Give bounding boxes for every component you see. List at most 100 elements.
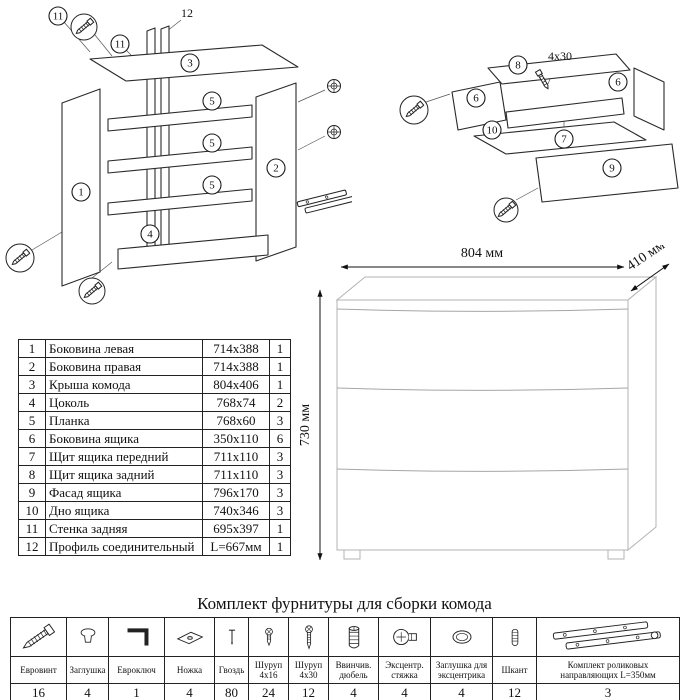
- hardware-name: Шкант: [492, 656, 537, 684]
- part-name: Щит ящика передний: [45, 447, 203, 466]
- hardware-name: Эксцентр. стяжка: [378, 656, 431, 684]
- hardware-qty: 12: [288, 683, 329, 700]
- table-row: 5 Планка 768x60 3: [18, 411, 291, 430]
- hardware-icon-cell: [536, 617, 680, 657]
- plinth-shape: [117, 234, 269, 270]
- table-row: 8 Щит ящика задний 711x110 3: [18, 465, 291, 484]
- part-name: Фасад ящика: [45, 483, 203, 502]
- part-name: Дно ящика: [45, 501, 203, 520]
- svg-text:9: 9: [609, 163, 615, 175]
- drawer-slide-detail-icon: [296, 189, 352, 214]
- hardware-name: Евроключ: [108, 656, 165, 684]
- part-number: 8: [18, 465, 46, 484]
- callout-side-left: 6: [466, 88, 486, 108]
- dresser-dimension-drawing: 804 мм 410 мм 730 мм: [300, 245, 670, 561]
- svg-text:6: 6: [473, 93, 479, 105]
- part-size: L=667мм: [202, 537, 270, 556]
- svg-text:7: 7: [561, 134, 567, 146]
- hex-key-icon: [127, 628, 148, 646]
- part-qty: 6: [269, 429, 291, 448]
- callout-facade: 9: [602, 158, 622, 178]
- part-size: 768x60: [202, 411, 270, 430]
- drawer-back-shield-shape: [487, 53, 631, 85]
- table-row: 1 Боковина левая 714x388 1: [18, 339, 291, 358]
- hardware-icons-row: [10, 617, 680, 657]
- part-size: 695x397: [202, 519, 270, 538]
- hardware-qty: 16: [10, 683, 67, 700]
- hardware-qty: 24: [248, 683, 289, 700]
- hardware-qty: 4: [164, 683, 215, 700]
- svg-text:3: 3: [187, 58, 193, 70]
- callout-top-panel: 3: [180, 53, 200, 73]
- table-row: 2 Боковина правая 714x388 1: [18, 357, 291, 376]
- hardware-qty: 12: [492, 683, 537, 700]
- part-name: Стенка задняя: [45, 519, 203, 538]
- part-number: 1: [18, 339, 46, 358]
- callout-side-right: 6: [608, 72, 628, 92]
- screw-small-icon: [264, 627, 273, 647]
- hardware-icon-cell: [164, 617, 215, 657]
- hardware-name: Гвоздь: [214, 656, 249, 684]
- screw-callout-icon: [70, 13, 98, 41]
- hardware-qty: 4: [328, 683, 379, 700]
- hardware-name: Заглушка для эксцентрика: [430, 656, 493, 684]
- drawer-gap: [336, 468, 629, 472]
- screw-large-icon: [304, 625, 313, 650]
- screw-callout-icon: [78, 277, 106, 305]
- part-number: 5: [18, 411, 46, 430]
- part-qty: 1: [269, 537, 291, 556]
- part-qty: 3: [269, 411, 291, 430]
- callout-left-panel: 1: [71, 182, 91, 202]
- screw-size-note: 4x30: [548, 49, 572, 63]
- part-number: 12: [18, 537, 46, 556]
- cam-cap-icon: [452, 630, 471, 644]
- drawer-gap: [336, 387, 629, 391]
- table-row: 11 Стенка задняя 695x397 1: [18, 519, 291, 538]
- part-size: 796x170: [202, 483, 270, 502]
- hardware-qty: 1: [108, 683, 165, 700]
- hardware-name: Комплект роликовых направляющих L=350мм: [536, 656, 680, 684]
- callout-plank: 5: [202, 175, 222, 195]
- dimension-width: 804 мм: [340, 246, 625, 270]
- table-row: 9 Фасад ящика 796x170 3: [18, 483, 291, 502]
- part-number: 4: [18, 393, 46, 412]
- hardware-icon-cell: [214, 617, 249, 657]
- part-name: Щит ящика задний: [45, 465, 203, 484]
- screw-head-callout-icon: [327, 79, 341, 93]
- drawer-side-right-shape: [633, 67, 665, 131]
- leader-lines: [31, 19, 326, 279]
- svg-text:8: 8: [515, 60, 521, 72]
- part-qty: 3: [269, 447, 291, 466]
- cap-icon: [80, 628, 95, 643]
- screw-head-callout-icon: [327, 125, 341, 139]
- part-name: Крыша комода: [45, 375, 203, 394]
- callout-plank: 5: [202, 133, 222, 153]
- euro-screw-icon: [21, 623, 55, 649]
- part-size: 711x110: [202, 465, 270, 484]
- plank-shape: [107, 146, 253, 174]
- callout-back-shield: 8: [508, 55, 528, 75]
- screw-callout-icon: [399, 95, 429, 125]
- part-number: 2: [18, 357, 46, 376]
- screw-callout-icon: [493, 197, 519, 223]
- top-panel-edge: [336, 308, 629, 312]
- part-name: Боковина ящика: [45, 429, 203, 448]
- part-name: Боковина правая: [45, 357, 203, 376]
- part-number: 10: [18, 501, 46, 520]
- nail-icon: [228, 629, 235, 646]
- parts-list-table: 1 Боковина левая 714x388 1 2 Боковина пр…: [18, 339, 291, 556]
- hardware-name: Шуруп 4x30: [288, 656, 329, 684]
- part-number: 3: [18, 375, 46, 394]
- drawer-front-shield-shape: [505, 97, 625, 129]
- svg-text:6: 6: [615, 77, 621, 89]
- hardware-qty: 4: [378, 683, 431, 700]
- hardware-table: Евровинт Заглушка Евроключ Ножка Гвоздь …: [10, 617, 680, 700]
- screw-callout-icon: [5, 243, 35, 273]
- dresser-body: [335, 275, 658, 560]
- callout-back-wall: 11: [110, 34, 130, 54]
- part-number: 6: [18, 429, 46, 448]
- part-qty: 1: [269, 357, 291, 376]
- part-number: 7: [18, 447, 46, 466]
- dresser-foot: [343, 549, 361, 560]
- part-qty: 3: [269, 483, 291, 502]
